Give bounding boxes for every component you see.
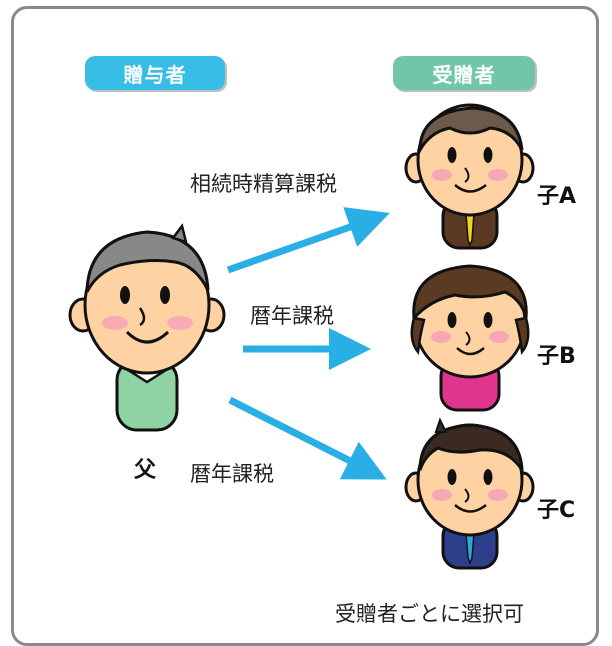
father-label: 父 bbox=[134, 458, 157, 483]
giver-header: 贈与者 bbox=[85, 56, 225, 90]
tax-method-label-child-a: 相続時精算課税 bbox=[190, 172, 337, 196]
tax-method-label-child-c: 暦年課税 bbox=[190, 462, 274, 486]
child-b-name: 子B bbox=[537, 344, 576, 369]
child-b-illustration bbox=[410, 264, 530, 412]
child-a-illustration bbox=[404, 103, 535, 250]
father-illustration bbox=[68, 223, 226, 432]
child-a-name: 子A bbox=[537, 184, 577, 209]
recipient-header: 受贈者 bbox=[393, 56, 535, 90]
child-c-illustration bbox=[404, 417, 535, 570]
footer-note: 受贈者ごとに選択可 bbox=[335, 602, 524, 626]
arrow-to-child-a bbox=[226, 207, 390, 274]
tax-method-label-child-b: 暦年課税 bbox=[250, 304, 334, 328]
arrow-to-child-c bbox=[228, 396, 387, 480]
child-c-name: 子C bbox=[537, 498, 576, 523]
